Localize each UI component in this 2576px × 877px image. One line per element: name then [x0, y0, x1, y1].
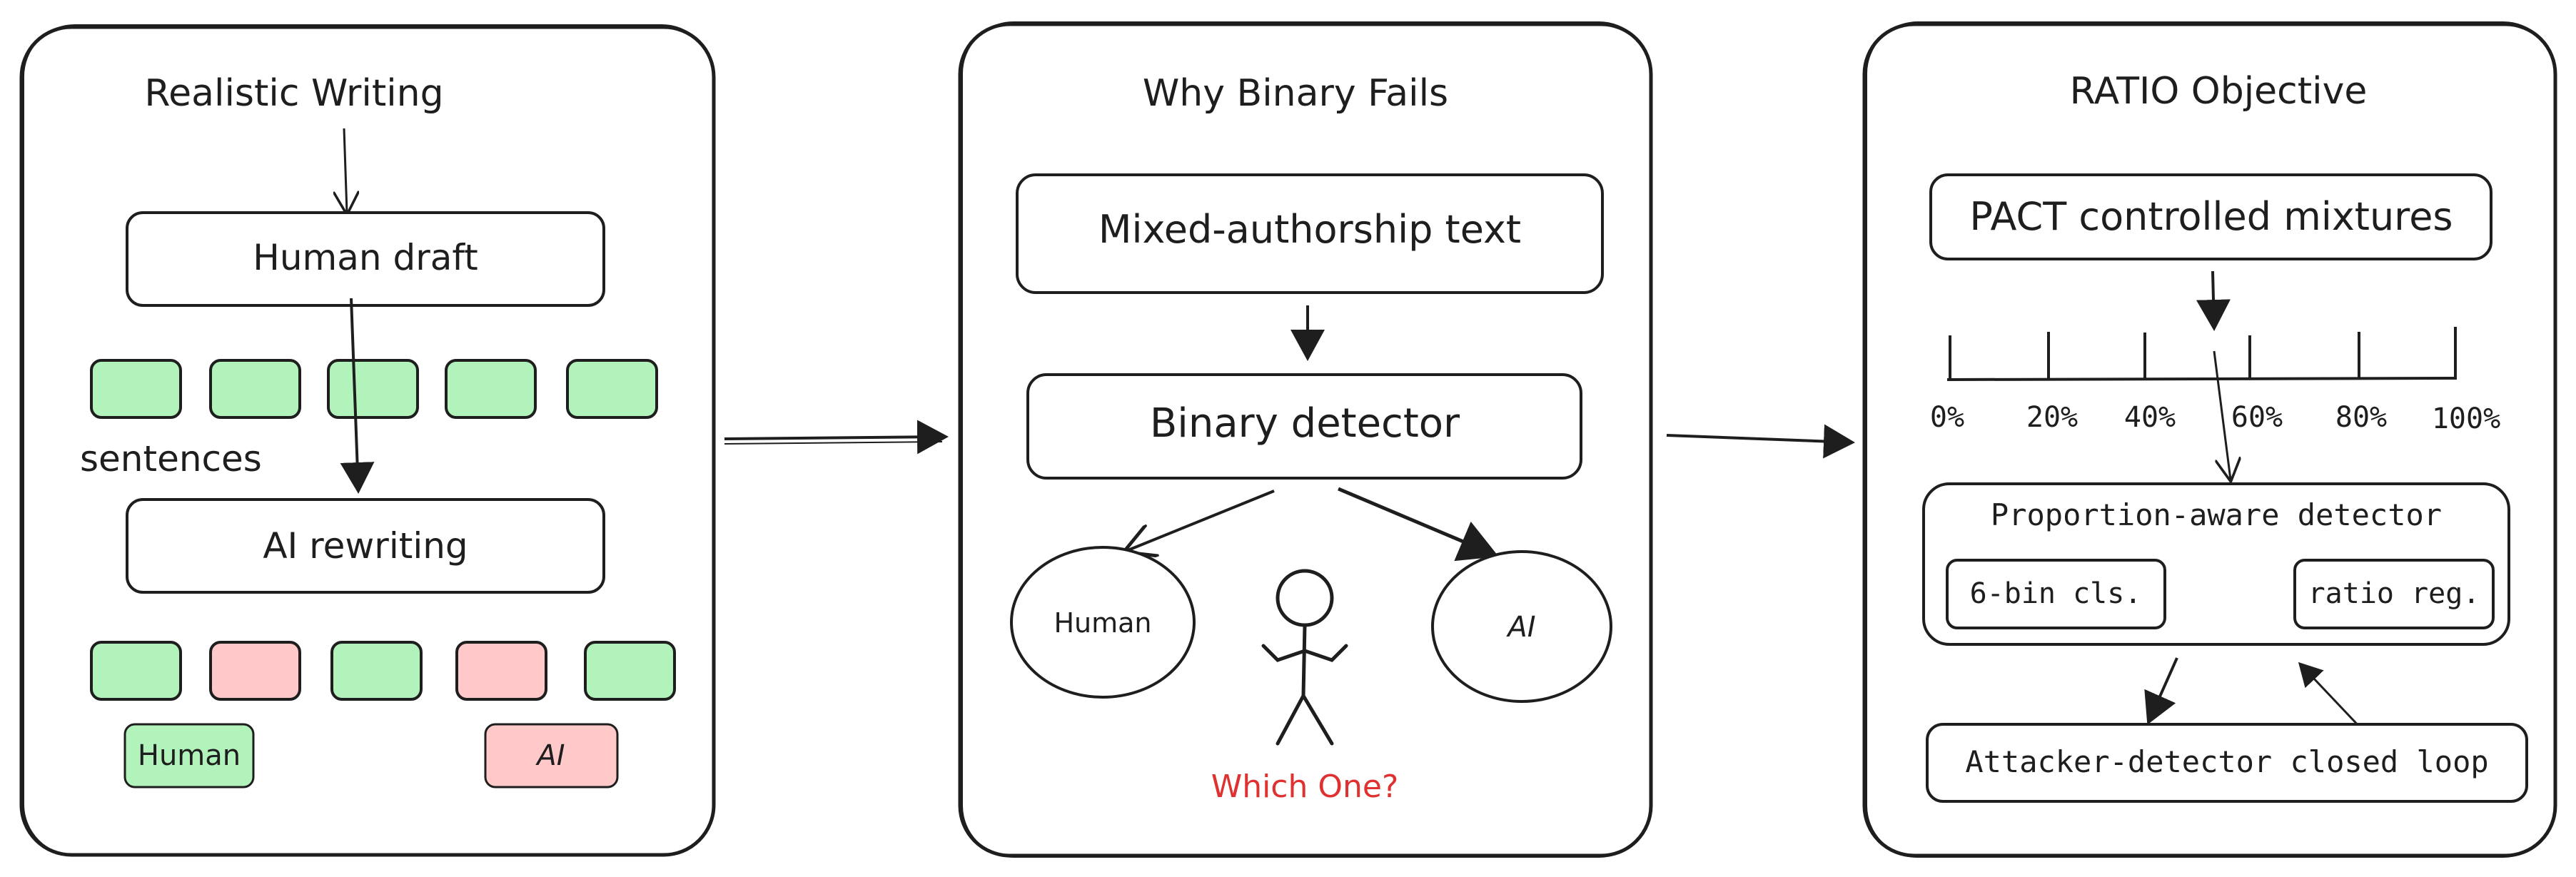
legend-ai-label: AI [535, 739, 565, 772]
sentence-block [90, 359, 182, 419]
closed-loop-box [1926, 723, 2528, 803]
sentence-block [566, 359, 658, 419]
arrow-detector-to-loop [2144, 657, 2178, 725]
closed-loop-label: Attacker-detector closed loop [1965, 744, 2488, 779]
ai-ellipse [1431, 550, 1612, 703]
tick-label: 80% [2335, 401, 2387, 434]
tick-label: 40% [2124, 401, 2176, 434]
human-ellipse-label: Human [1054, 607, 1151, 639]
arrow-detector-to-ai [1338, 487, 1499, 562]
panel-3-title: RATIO Objective [2070, 70, 2368, 113]
tick-label: 100% [2432, 402, 2500, 435]
arrow-panel2-to-panel3 [1666, 424, 1855, 459]
mixed-text-box [1016, 173, 1604, 294]
human-ellipse [1010, 546, 1196, 699]
panel-ratio-objective: RATIO Objective PACT controlled mixtures… [1862, 21, 2557, 858]
human-draft-box [126, 211, 605, 307]
legend-ai-swatch [484, 723, 619, 789]
binary-detector-box [1026, 373, 1582, 480]
bin-cls-label: 6-bin cls. [1970, 577, 2142, 610]
ratio-reg-box [2293, 559, 2495, 629]
sentence-block [209, 359, 301, 419]
tick-label: 0% [1930, 401, 1964, 434]
arrow-pact-to-scale [2196, 270, 2231, 331]
confused-stick-figure-icon [1261, 569, 1348, 746]
pact-box [1929, 173, 2492, 260]
sentence-block [327, 359, 419, 419]
ai-rewriting-box [126, 498, 605, 594]
sentence-block [445, 359, 537, 419]
panel-1-title: Realistic Writing [144, 72, 443, 115]
sentence-block-human [90, 641, 182, 701]
proportion-detector-title: Proportion-aware detector [1991, 497, 2442, 532]
arrow-draft-to-rewriting [340, 298, 375, 494]
ratio-tick-labels: 0% 20% 40% 60% 80% 100% [1930, 401, 2500, 435]
ai-ellipse-label: AI [1505, 611, 1535, 644]
arrow-panel1-to-panel2 [724, 420, 949, 455]
tick-label: 20% [2026, 401, 2078, 434]
ratio-scale [1946, 327, 2457, 381]
panel-why-binary-fails: Why Binary Fails Mixed-authorship text B… [958, 21, 1653, 858]
panel-2-title: Why Binary Fails [1143, 72, 1448, 115]
arrow-title-to-draft [344, 128, 347, 213]
tick-label: 60% [2231, 401, 2283, 434]
sentence-block-ai [209, 641, 301, 701]
sentences-label: sentences [80, 438, 262, 480]
sentence-block-human [584, 641, 676, 701]
mixed-text-label: Mixed-authorship text [1098, 207, 1521, 252]
arrow-detector-to-human [1126, 490, 1275, 551]
pact-label: PACT controlled mixtures [1969, 194, 2453, 239]
arrow-loop-to-detector [2298, 661, 2365, 733]
arrow-scale-to-detector [2213, 350, 2231, 480]
which-one-question: Which One? [1211, 769, 1399, 805]
human-draft-label: Human draft [253, 237, 478, 278]
legend-human-label: Human [138, 739, 241, 772]
ai-rewriting-label: AI rewriting [263, 525, 468, 567]
sentence-block-ai [455, 641, 547, 701]
ratio-reg-label: ratio reg. [2308, 577, 2480, 610]
panel-realistic-writing: Realistic Writing Human draft sentences … [19, 24, 716, 857]
sentence-block-human [330, 641, 423, 701]
binary-detector-label: Binary detector [1150, 400, 1460, 447]
legend-human-swatch [123, 723, 255, 789]
bin-cls-box [1946, 559, 2166, 629]
